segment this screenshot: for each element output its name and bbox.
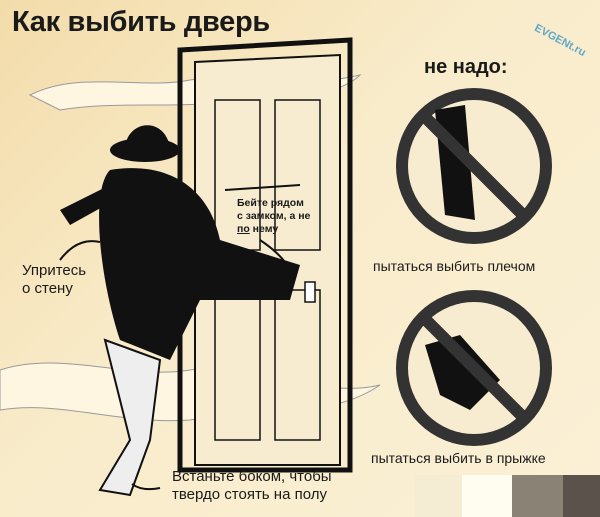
lean-label: Упритесь о стену bbox=[22, 262, 86, 298]
color-swatch bbox=[512, 475, 563, 517]
hint-line: с замком, а не bbox=[237, 210, 311, 222]
prohibited-shoulder-icon bbox=[396, 88, 552, 244]
color-swatch bbox=[563, 475, 600, 517]
pointer-arrows bbox=[59, 239, 291, 491]
page-title: Как выбить дверь bbox=[12, 6, 270, 38]
firefighter-figure bbox=[60, 125, 300, 497]
side-line: твердо стоять на полу bbox=[172, 486, 327, 503]
color-swatch bbox=[415, 475, 462, 517]
dont-caption-shoulder: пытаться выбить плечом bbox=[373, 258, 536, 274]
hint-line: Бейте рядом bbox=[237, 197, 304, 209]
hint-line: по нему bbox=[237, 223, 310, 236]
hint-rest: нему bbox=[249, 223, 279, 235]
lean-line: о стену bbox=[22, 280, 73, 297]
dont-caption-jump: пытаться выбить в прыжке bbox=[371, 450, 546, 466]
dont-heading: не надо: bbox=[424, 56, 508, 78]
prohibited-jump-icon bbox=[396, 290, 552, 446]
hint-label: Бейте рядом с замком, а не по нему bbox=[237, 197, 310, 236]
hint-underlined: по bbox=[237, 223, 250, 235]
side-line: Встаньте боком, чтобы bbox=[172, 468, 332, 485]
color-swatch bbox=[462, 475, 512, 517]
lean-line: Упритесь bbox=[22, 262, 87, 279]
side-label: Встаньте боком, чтобы твердо стоять на п… bbox=[172, 468, 332, 504]
